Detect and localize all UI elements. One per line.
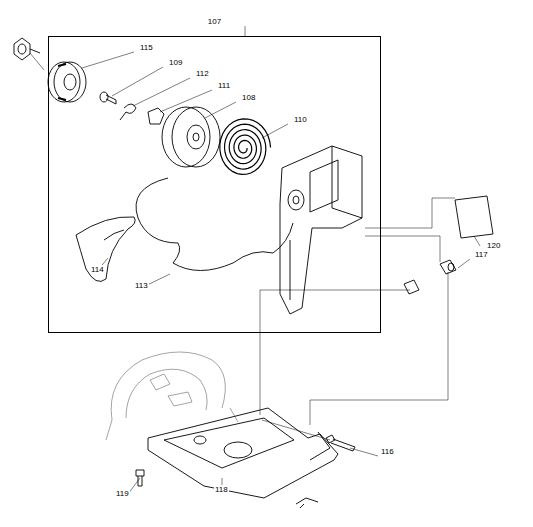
recoil-spring (220, 119, 271, 175)
callout-number: 112 (195, 69, 210, 78)
starter-housing (280, 146, 362, 314)
screw (136, 470, 144, 486)
callout-number: 114 (90, 265, 105, 274)
gasket (455, 196, 493, 238)
callout-number: 116 (380, 447, 395, 456)
callout-number: 110 (293, 115, 308, 124)
assembly-frame: 107 (48, 36, 381, 333)
collar (404, 260, 456, 294)
callout-number: 109 (168, 58, 183, 67)
screw (100, 92, 116, 104)
starter-rope (136, 178, 293, 271)
starter-pulley-drum (48, 62, 86, 102)
callout-number: 107 (207, 17, 222, 26)
bolt (326, 435, 355, 451)
handle-detail (104, 230, 124, 240)
starter-handle (76, 217, 135, 282)
rope-reel (162, 107, 220, 167)
bottom-plate (148, 408, 338, 498)
screw (296, 498, 318, 508)
leader-lines (30, 26, 480, 494)
callout-number: 115 (139, 43, 154, 52)
callout-number: 117 (474, 250, 489, 259)
engine-crankcase (106, 352, 238, 440)
wire-clip (120, 104, 136, 120)
pawl (148, 108, 164, 124)
callout-number: 120 (486, 241, 501, 250)
callout-number: 119 (115, 489, 130, 498)
flywheel-nut (14, 38, 40, 60)
callout-number: 113 (134, 281, 149, 290)
callout-number: 108 (241, 93, 256, 102)
callout-number: 118 (214, 485, 229, 494)
callout-number: 111 (217, 81, 231, 90)
